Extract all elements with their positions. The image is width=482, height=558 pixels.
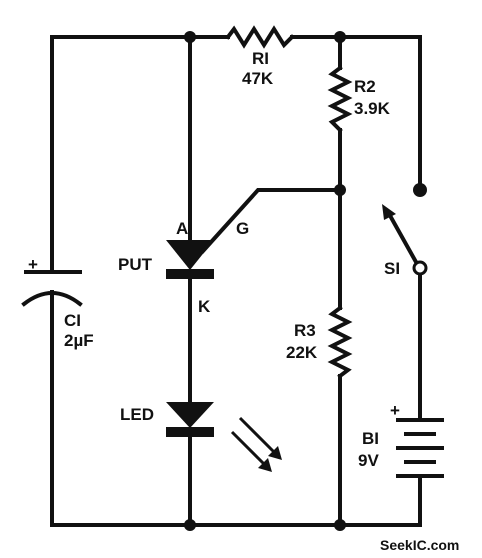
resistor-r3 [327,305,353,379]
c1-plus-label: + [28,255,38,274]
junction-dot [184,31,196,43]
junction-dot [184,519,196,531]
junction-dot [334,31,346,43]
wire-put-gate [200,188,342,254]
switch-s1-contact [412,260,428,276]
put-triangle [166,240,214,270]
battery-plus-label: + [390,401,400,420]
resistor-r2 [327,65,353,133]
led-label: LED [120,405,154,424]
led-light-arrows-icon [230,416,282,472]
junction-dot [334,519,346,531]
led-cathode-bar [166,427,214,437]
r3-value-label: 22K [286,343,318,362]
battery-ref-label: BI [362,429,379,448]
wire-bottom [50,488,422,527]
led-triangle [166,402,214,428]
c1-value-label: 2µF [64,331,94,350]
resistor-r1 [225,25,295,49]
r2-ref-label: R2 [354,77,376,96]
gate-label: G [236,219,249,238]
junction-dot [413,183,427,197]
switch-s1-lever [385,209,419,265]
junction-dot [334,184,346,196]
switch-arrow-icon [382,204,396,220]
put-cathode-bar [166,269,214,279]
r2-value-label: 3.9K [354,99,391,118]
anode-label: A [176,219,188,238]
put-label: PUT [118,255,153,274]
c1-ref-label: CI [64,311,81,330]
r1-ref-label: RI [252,49,269,68]
r1-value-label: 47K [242,69,274,88]
switch-label: SI [384,259,400,278]
watermark: SeekIC.com [380,537,459,553]
r3-ref-label: R3 [294,321,316,340]
cathode-label: K [198,297,211,316]
battery-value-label: 9V [358,451,379,470]
